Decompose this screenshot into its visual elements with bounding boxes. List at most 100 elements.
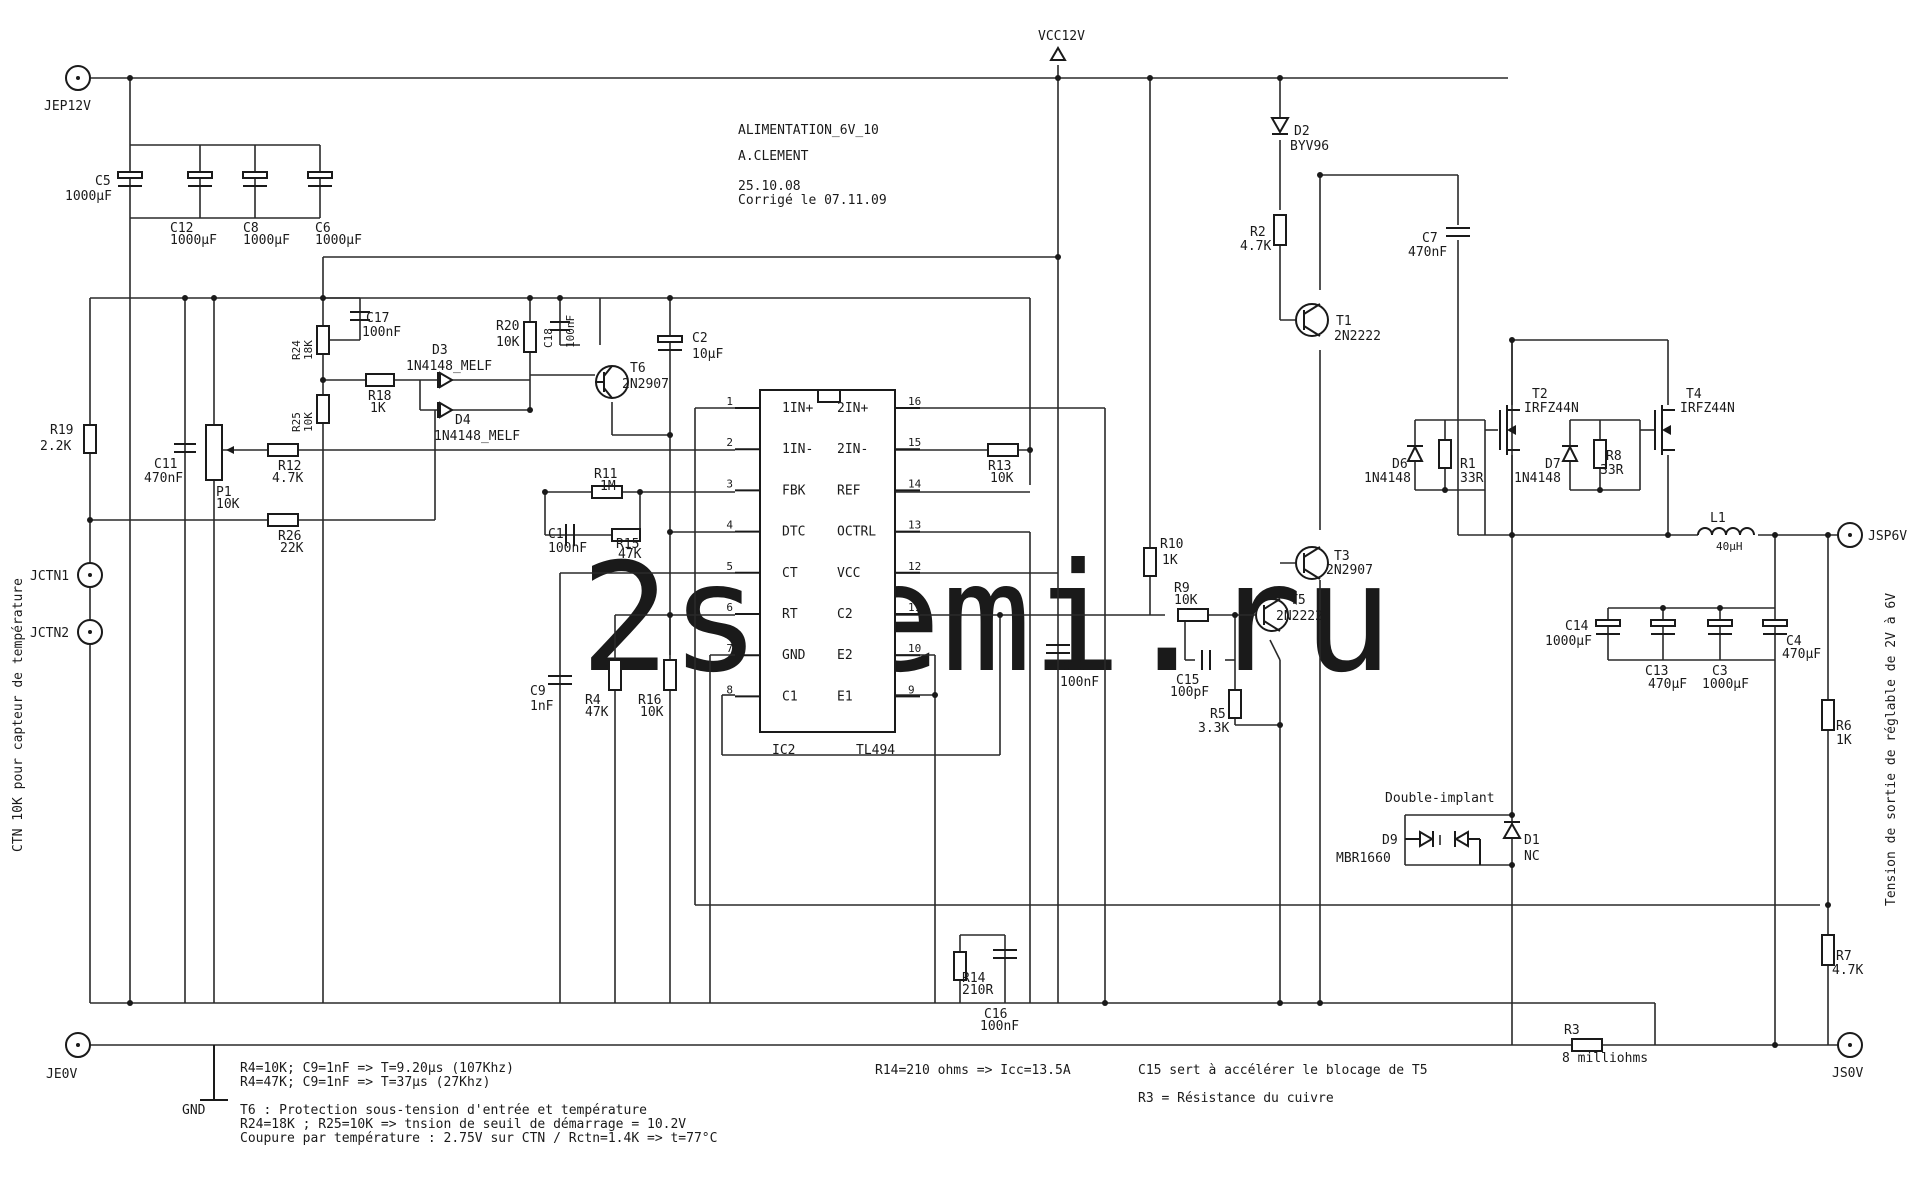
ic-pin-num: 5 [726, 560, 733, 573]
svg-text:C13: C13 [1645, 664, 1668, 679]
note-r3: R3 = Résistance du cuivre [1138, 1091, 1334, 1106]
diode-d2: D2 BYV96 [1270, 117, 1329, 154]
title-block: ALIMENTATION_6V_10 A.CLEMENT 25.10.08 Co… [738, 123, 887, 208]
potentiometer-p1: P1 10K [205, 424, 240, 512]
resistor-r14: R14 210R [953, 951, 993, 998]
svg-text:R4: R4 [585, 693, 601, 708]
connector-je0v: JE0V [46, 1032, 91, 1082]
side-label-left: CTN 10K pour capteur de température [11, 578, 26, 852]
capacitor-c18: C18 100nF [542, 315, 577, 348]
resistor-r9: R9 10K [1174, 581, 1209, 622]
ic-pin-num: 8 [726, 683, 733, 696]
connector-js0v: JS0V [1832, 1032, 1863, 1081]
resistor-r2: R2 4.7K [1240, 214, 1287, 254]
vcc12v-flag: VCC12V [1038, 29, 1085, 61]
ic-pin-num: 13 [908, 519, 921, 532]
svg-text:2N2907: 2N2907 [622, 377, 669, 392]
svg-text:D1: D1 [1524, 833, 1540, 848]
svg-text:100nF: 100nF [362, 325, 401, 340]
mosfet-t4: T4 IRFZ44N [1654, 387, 1735, 455]
svg-text:2N2222: 2N2222 [1334, 329, 1381, 344]
svg-text:100nF: 100nF [548, 541, 587, 556]
ic-pin-num: 2 [726, 436, 733, 449]
junctions [87, 75, 1831, 1048]
svg-text:1000µF: 1000µF [1702, 677, 1749, 692]
svg-text:R20: R20 [496, 319, 519, 334]
svg-text:C18: C18 [542, 328, 555, 348]
svg-text:10K: 10K [496, 335, 520, 350]
svg-text:47K: 47K [618, 547, 642, 562]
svg-text:1000µF: 1000µF [315, 233, 362, 248]
svg-text:R8: R8 [1606, 449, 1622, 464]
svg-text:40µH: 40µH [1716, 540, 1743, 553]
svg-text:1N4148_MELF: 1N4148_MELF [434, 429, 520, 444]
svg-text:100pF: 100pF [1170, 685, 1209, 700]
ic-pin-name: 1IN- [782, 442, 813, 457]
svg-text:470nF: 470nF [1408, 245, 1447, 260]
svg-text:1N4148: 1N4148 [1514, 471, 1561, 486]
svg-text:MBR1660: MBR1660 [1336, 851, 1391, 866]
svg-text:C2: C2 [692, 331, 708, 346]
svg-text:1000µF: 1000µF [243, 233, 290, 248]
note-t6-line1: R24=18K ; R25=10K => tnsion de seuil de … [240, 1117, 686, 1132]
mosfet-t2: T2 IRFZ44N [1499, 387, 1579, 455]
resistor-r1: R1 33R [1438, 439, 1484, 486]
svg-text:BYV96: BYV96 [1290, 139, 1329, 154]
inductor-l1: L1 40µH [1697, 511, 1755, 553]
svg-text:C12: C12 [170, 221, 193, 236]
svg-text:10K: 10K [640, 705, 664, 720]
svg-text:C10: C10 [1062, 659, 1085, 674]
note-c15: C15 sert à accélérer le blocage de T5 [1138, 1063, 1428, 1078]
svg-text:1M: 1M [600, 479, 616, 494]
svg-text:2.2K: 2.2K [40, 439, 71, 454]
ic-pin-name: DTC [782, 525, 805, 540]
ic-pin-num: 4 [726, 519, 733, 532]
svg-text:18K: 18K [302, 340, 315, 360]
ic-pin-name: RT [782, 607, 798, 622]
capacitor-c17: C17 100nF [350, 311, 401, 340]
resistor-r20: R20 10K [496, 319, 537, 353]
svg-text:R16: R16 [638, 693, 661, 708]
svg-text:C1: C1 [548, 527, 564, 542]
author: A.CLEMENT [738, 149, 809, 164]
svg-text:10K: 10K [216, 497, 240, 512]
transistor-t3: T3 2N2907 [1295, 546, 1373, 580]
capacitor-c12: C12 1000µF [170, 171, 217, 248]
side-label-right: Tension de sortie de réglable de 2V à 6V [1884, 593, 1899, 906]
note-t6-title: T6 : Protection sous-tension d'entrée et… [240, 1103, 647, 1118]
capacitor-c11: C11 470nF [144, 443, 196, 486]
capacitor-c8: C8 1000µF [242, 171, 290, 248]
svg-text:R2: R2 [1250, 225, 1266, 240]
ic-pin-num: 11 [908, 601, 921, 614]
resistor-r5: R5 3.3K [1198, 689, 1242, 736]
svg-text:R14: R14 [962, 971, 986, 986]
svg-text:R13: R13 [988, 459, 1011, 474]
capacitor-c14: C14 1000µF [1545, 619, 1621, 649]
ic-pin-name: GND [782, 648, 806, 663]
connector-js0v-label: JS0V [1832, 1066, 1863, 1081]
connector-jsp6v-label: JSP6V [1868, 529, 1907, 544]
svg-text:R12: R12 [278, 459, 301, 474]
svg-text:100nF: 100nF [1060, 675, 1099, 690]
vcc12v-label: VCC12V [1038, 29, 1085, 44]
svg-text:100nF: 100nF [564, 315, 577, 348]
svg-text:P1: P1 [216, 485, 232, 500]
svg-text:T4: T4 [1686, 387, 1702, 402]
svg-text:R18: R18 [368, 389, 391, 404]
ic-pin-name: C1 [782, 689, 798, 704]
connector-jep12v: JEP12V [44, 65, 91, 114]
svg-text:10µF: 10µF [692, 347, 723, 362]
resistor-r18: R18 1K [365, 373, 395, 416]
svg-text:1000µF: 1000µF [1545, 634, 1592, 649]
svg-text:T2: T2 [1532, 387, 1548, 402]
svg-text:D7: D7 [1545, 457, 1561, 472]
svg-text:47K: 47K [585, 705, 609, 720]
ic-pin-name: CT [782, 566, 798, 581]
double-implant-label: Double-implant [1385, 791, 1495, 806]
svg-text:R10: R10 [1160, 537, 1183, 552]
svg-text:D4: D4 [455, 413, 471, 428]
resistor-r16: R16 10K [638, 659, 677, 720]
ic-pin-num: 3 [726, 477, 733, 490]
note-freq2: R4=47K; C9=1nF => T=37µs (27Khz) [240, 1075, 490, 1090]
title: ALIMENTATION_6V_10 [738, 123, 879, 138]
